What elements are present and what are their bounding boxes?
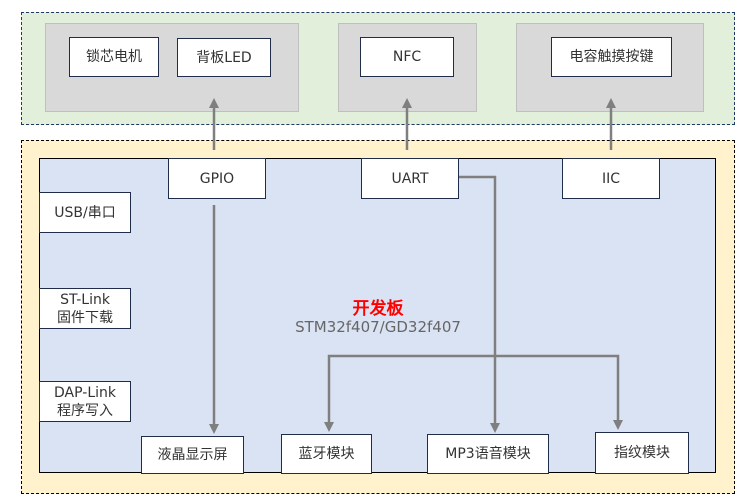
uart-box: UART: [361, 158, 459, 199]
bluetooth-box: 蓝牙模块: [281, 434, 372, 474]
wire-bluetooth: [324, 354, 495, 432]
dev-board: [39, 158, 716, 473]
wire-fingerprint: [495, 354, 623, 430]
nfc-box: NFC: [360, 37, 454, 77]
iic-box: IIC: [562, 158, 660, 199]
touch-key-box: 电容触摸按键: [551, 37, 672, 77]
lcd-box: 液晶显示屏: [141, 436, 244, 474]
fingerprint-box: 指纹模块: [595, 432, 689, 474]
gpio-box: GPIO: [168, 158, 266, 199]
usb-serial-box: USB/串口: [39, 192, 131, 233]
st-link-box: ST-Link 固件下载: [39, 288, 131, 329]
board-subtitle: STM32f407/GD32f407: [295, 318, 461, 336]
lock-motor-box: 锁芯电机: [69, 37, 159, 77]
backlight-led-box: 背板LED: [177, 38, 271, 77]
mp3-voice-box: MP3语音模块: [427, 434, 549, 474]
wire-uart-mp3: [458, 175, 500, 433]
board-title: 开发板: [352, 299, 404, 319]
dap-link-box: DAP-Link 程序写入: [39, 381, 131, 422]
